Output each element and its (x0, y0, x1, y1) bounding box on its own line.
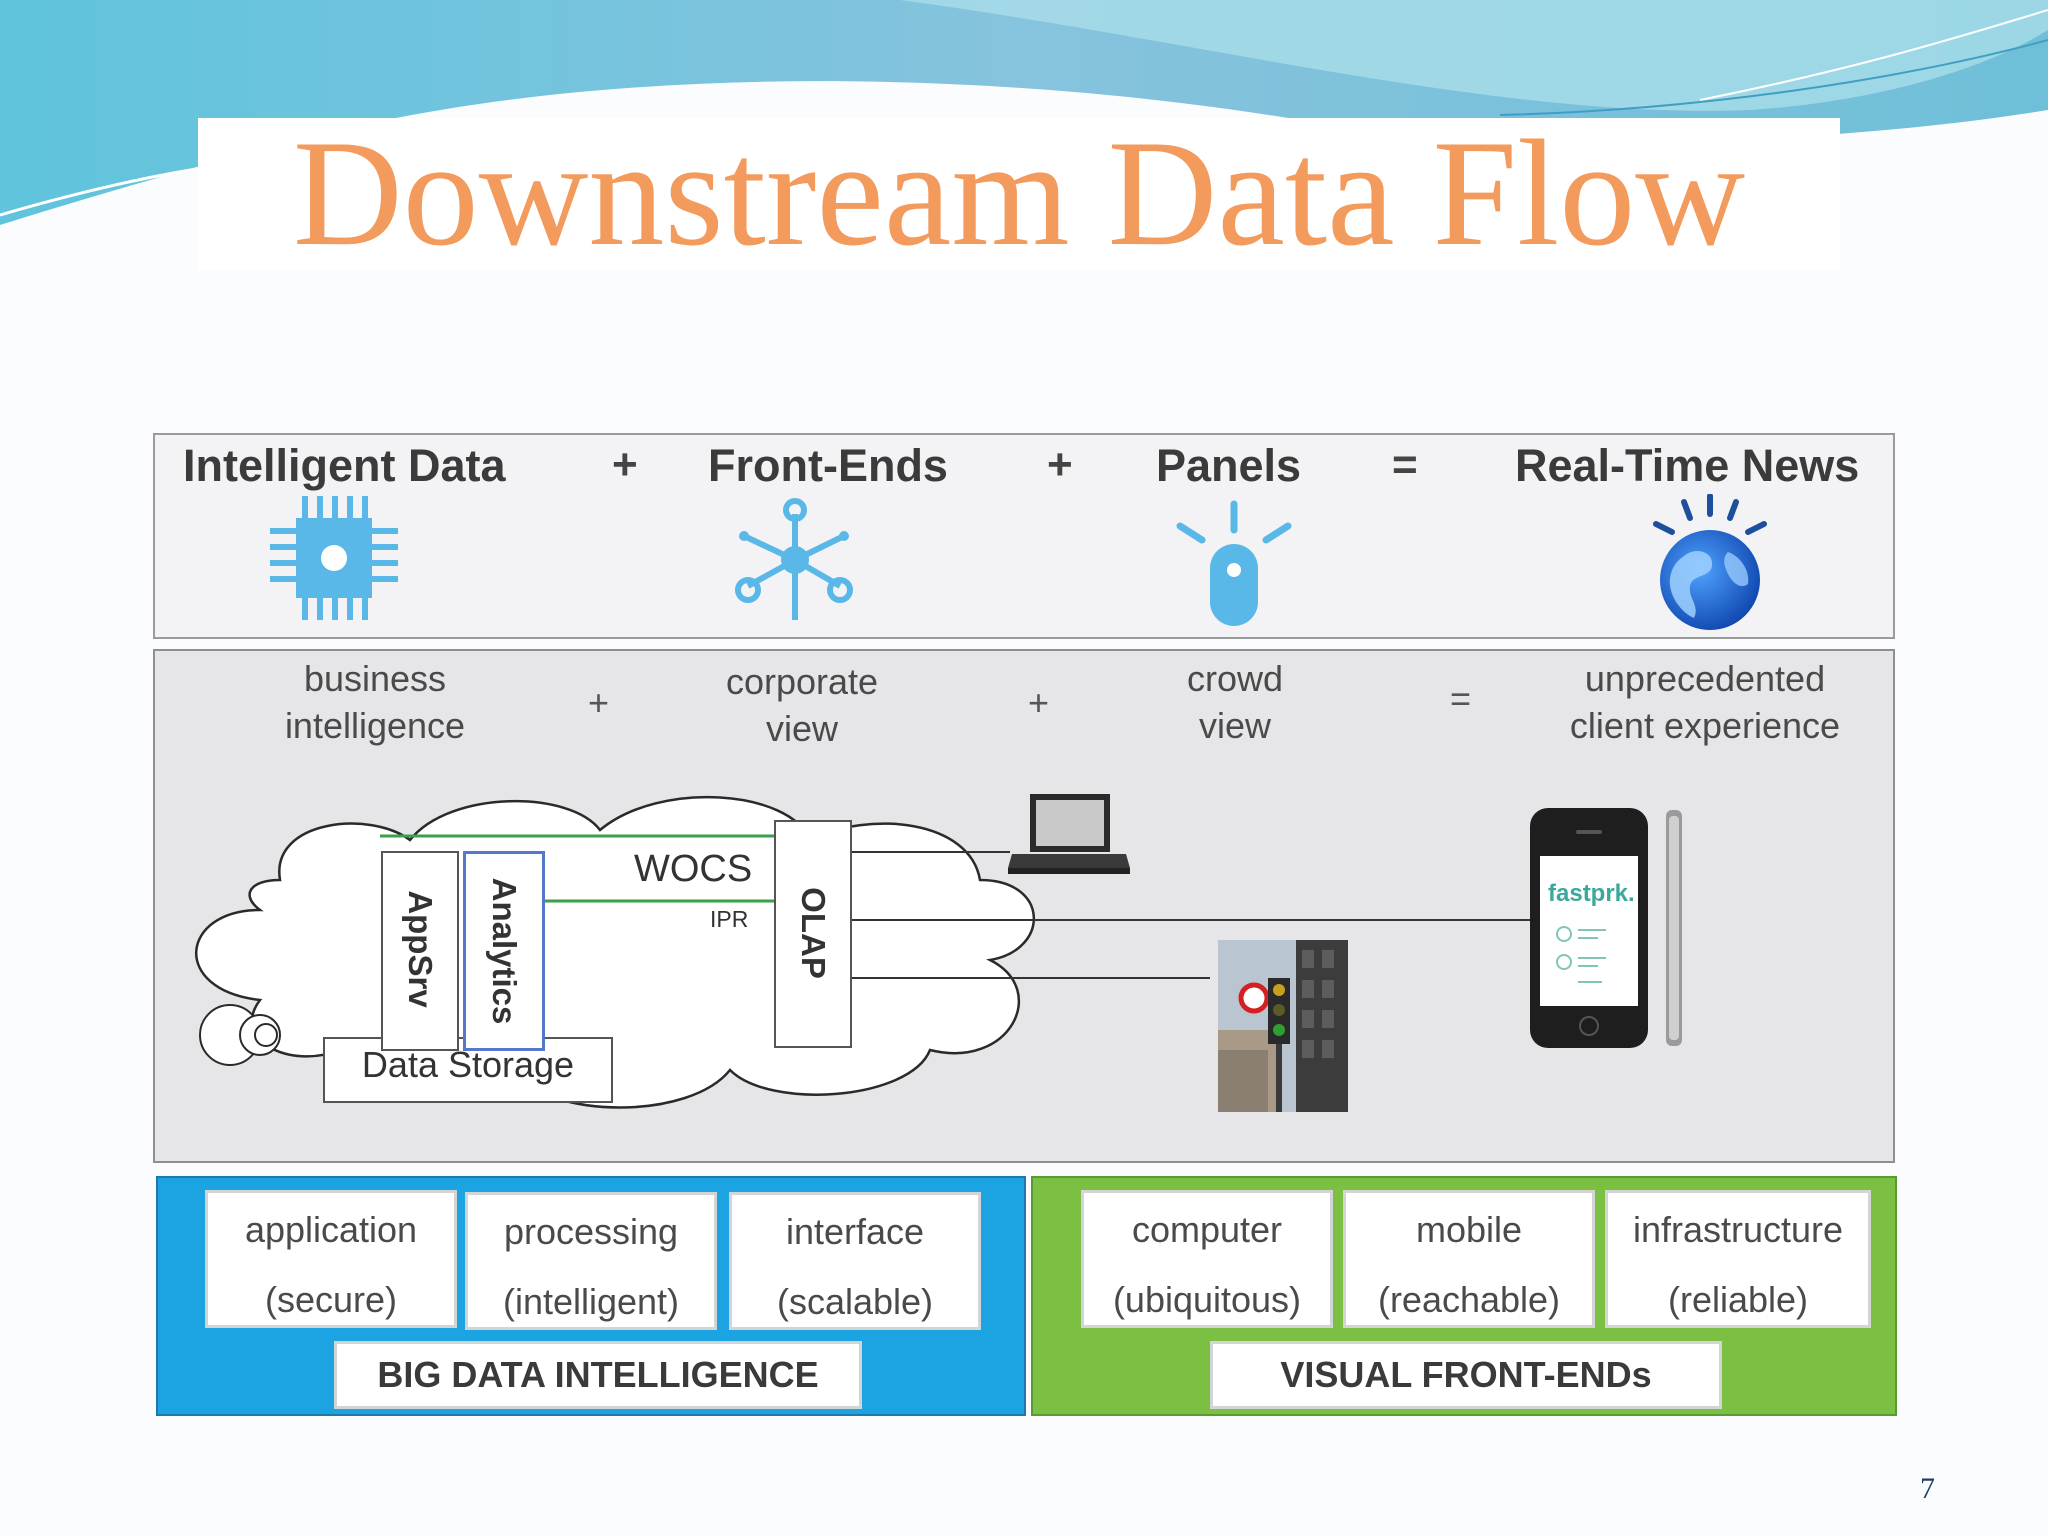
phone-app-label: fastprk. (1548, 880, 1635, 907)
desc-operator-plus: + (1028, 682, 1050, 723)
traffic-light-photo (1218, 940, 1348, 1112)
desc-operator-equals: = (1450, 678, 1472, 719)
sensor-icon (1176, 500, 1292, 626)
equation-panel (153, 433, 1895, 639)
network-icon (735, 498, 853, 620)
desc-unprecedented-client-experience: unprecedented client experience (1569, 658, 1841, 746)
chip-icon (270, 496, 398, 620)
operator-plus: + (1047, 440, 1073, 489)
big-data-intelligence-banner: BIG DATA INTELLIGENCE (334, 1341, 862, 1409)
term-real-time-news: Real-Time News (1515, 440, 1860, 491)
desc-corporate-view: corporate view (725, 661, 879, 749)
appsrv-box (381, 851, 459, 1051)
card-computer: computer (ubiquitous) (1081, 1190, 1333, 1328)
desc-business-intelligence: business intelligence (284, 658, 466, 746)
card-interface: interface (scalable) (729, 1192, 981, 1330)
term-panels: Panels (1156, 440, 1302, 491)
laptop-icon (1008, 794, 1130, 874)
olap-label: OLAP (795, 887, 832, 979)
term-front-ends: Front-Ends (708, 440, 948, 491)
card-mobile: mobile (reachable) (1343, 1190, 1595, 1328)
visual-front-ends-banner: VISUAL FRONT-ENDs (1210, 1341, 1722, 1409)
card-processing: processing (intelligent) (465, 1192, 717, 1330)
globe-icon (1653, 494, 1767, 630)
slide-title: Downstream Data Flow (198, 117, 1840, 270)
header-wave-decoration (0, 0, 2048, 225)
wocs-label: WOCS (634, 848, 753, 890)
desc-crowd-view: crowd view (1186, 658, 1284, 746)
operator-plus: + (612, 440, 638, 489)
card-application: application (secure) (205, 1190, 457, 1328)
page-number: 7 (1920, 1472, 1935, 1505)
card-infrastructure: infrastructure (reliable) (1605, 1190, 1871, 1328)
operator-equals: = (1392, 440, 1418, 489)
term-intelligent-data: Intelligent Data (183, 440, 506, 491)
desc-operator-plus: + (588, 682, 610, 723)
analytics-box (463, 851, 545, 1051)
analytics-label: Analytics (486, 877, 523, 1025)
smartphone-icon (1530, 808, 1682, 1048)
appsrv-label: AppSrv (402, 890, 439, 1008)
olap-box (774, 820, 852, 1048)
ipr-label: IPR (710, 906, 749, 932)
cloud-shape (195, 795, 1036, 1109)
